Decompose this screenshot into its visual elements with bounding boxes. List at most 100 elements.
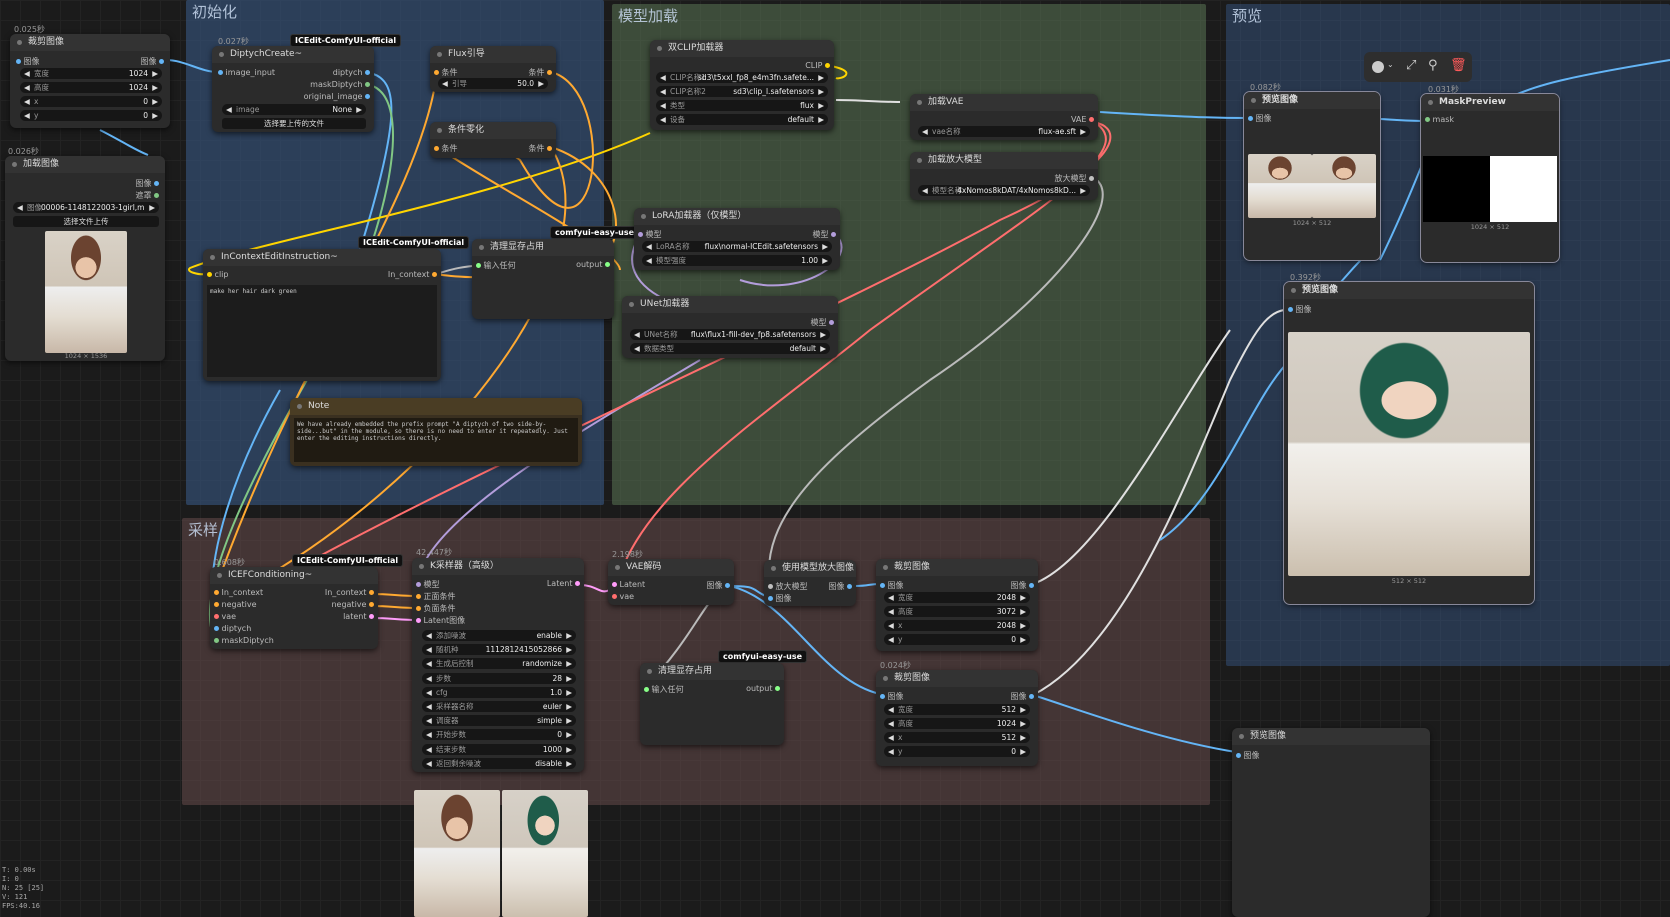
output-mask-diptych[interactable]: maskDiptych: [310, 80, 370, 89]
node-title[interactable]: LoRA加载器（仅模型）: [634, 208, 840, 225]
node-title[interactable]: 裁剪图像: [10, 34, 170, 51]
node-title[interactable]: 预览图像: [1232, 728, 1430, 745]
arrow-right-icon[interactable]: ▶: [152, 111, 158, 120]
output-clip[interactable]: CLIP: [805, 61, 830, 70]
upload-button[interactable]: 选择要上传的文件: [222, 118, 366, 129]
arrow-right-icon[interactable]: ▶: [566, 687, 572, 697]
input-negative[interactable]: 负面条件: [416, 603, 456, 614]
node-title[interactable]: InContextEditInstruction~: [203, 249, 441, 266]
socket-dot[interactable]: [214, 626, 219, 631]
socket-dot[interactable]: [154, 193, 159, 198]
output-upscale-model[interactable]: 放大模型: [1054, 173, 1094, 184]
socket-dot[interactable]: [831, 232, 836, 237]
output-any[interactable]: output: [746, 684, 780, 693]
input-diptych[interactable]: diptych: [214, 624, 251, 633]
input-clip[interactable]: clip: [207, 270, 228, 279]
socket-dot[interactable]: [154, 181, 159, 186]
mask-preview-node[interactable]: MaskPreview mask 1024 × 512: [1420, 93, 1560, 263]
output-in-context[interactable]: In_context: [388, 270, 437, 279]
node-title[interactable]: Note: [290, 398, 582, 415]
socket-dot[interactable]: [880, 694, 885, 699]
socket-dot[interactable]: [605, 262, 610, 267]
arrow-left-icon[interactable]: ◀: [426, 702, 432, 711]
clean-vram-node-1[interactable]: 清理显存占用 输入任何 output: [472, 239, 614, 319]
icef-conditioning-node[interactable]: ICEFConditioning~ In_context negative va…: [210, 567, 378, 649]
arrow-right-icon[interactable]: ▶: [1080, 127, 1086, 136]
arrow-left-icon[interactable]: ◀: [24, 69, 30, 78]
socket-dot[interactable]: [612, 594, 617, 599]
socket-dot[interactable]: [214, 590, 219, 595]
output-any[interactable]: output: [576, 260, 610, 269]
arrow-right-icon[interactable]: ▶: [149, 203, 155, 212]
socket-dot[interactable]: [416, 618, 421, 623]
output-image[interactable]: 图像: [1010, 580, 1034, 591]
arrow-right-icon[interactable]: ▶: [356, 105, 362, 114]
socket-dot[interactable]: [416, 606, 421, 611]
socket-dot[interactable]: [775, 686, 780, 691]
output-model[interactable]: 模型: [810, 317, 834, 328]
arrow-right-icon[interactable]: ▶: [566, 702, 572, 711]
arrow-right-icon[interactable]: ▶: [818, 115, 824, 124]
preview-image-node-3[interactable]: 预览图像 图像: [1232, 728, 1430, 917]
socket-dot[interactable]: [207, 272, 212, 277]
socket-dot[interactable]: [159, 59, 164, 64]
node-title[interactable]: UNet加载器: [622, 296, 838, 313]
bypass-icon[interactable]: ⤢: [1406, 58, 1417, 73]
arrow-left-icon[interactable]: ◀: [426, 758, 432, 768]
arrow-right-icon[interactable]: ▶: [566, 716, 572, 726]
upload-button[interactable]: 选择文件上传: [13, 216, 159, 227]
input-image[interactable]: 图像: [768, 593, 792, 604]
arrow-left-icon[interactable]: ◀: [426, 687, 432, 697]
socket-dot[interactable]: [1248, 116, 1253, 121]
pin-icon[interactable]: ⚲: [1428, 58, 1438, 73]
arrow-right-icon[interactable]: ▶: [1020, 635, 1026, 644]
output-cond[interactable]: 条件: [528, 143, 552, 154]
output-cond[interactable]: 条件: [528, 67, 552, 78]
arrow-right-icon[interactable]: ▶: [1020, 719, 1026, 728]
arrow-right-icon[interactable]: ▶: [818, 73, 824, 82]
input-vae[interactable]: vae: [214, 612, 236, 621]
socket-dot[interactable]: [369, 602, 374, 607]
input-model[interactable]: 模型: [638, 229, 662, 240]
arrow-right-icon[interactable]: ▶: [822, 256, 828, 265]
node-title[interactable]: VAE解码: [608, 559, 734, 576]
arrow-left-icon[interactable]: ◀: [426, 673, 432, 683]
arrow-left-icon[interactable]: ◀: [660, 73, 666, 82]
input-upscale-model[interactable]: 放大模型: [768, 581, 808, 592]
socket-dot[interactable]: [547, 146, 552, 151]
arrow-right-icon[interactable]: ▶: [1020, 593, 1026, 602]
arrow-left-icon[interactable]: ◀: [426, 645, 432, 655]
output-vae[interactable]: VAE: [1071, 115, 1094, 124]
socket-dot[interactable]: [1089, 176, 1094, 181]
socket-dot[interactable]: [214, 602, 219, 607]
input-latent[interactable]: Latent图像: [416, 615, 465, 626]
socket-dot[interactable]: [369, 590, 374, 595]
node-title[interactable]: 清理显存占用: [472, 239, 614, 256]
output-diptych[interactable]: diptych: [333, 68, 370, 77]
arrow-left-icon[interactable]: ◀: [646, 256, 652, 265]
arrow-left-icon[interactable]: ◀: [634, 330, 640, 339]
socket-dot[interactable]: [644, 687, 649, 692]
socket-dot[interactable]: [1236, 753, 1241, 758]
arrow-right-icon[interactable]: ▶: [566, 631, 572, 640]
arrow-left-icon[interactable]: ◀: [888, 635, 894, 644]
arrow-right-icon[interactable]: ▶: [1020, 747, 1026, 756]
socket-dot[interactable]: [416, 582, 421, 587]
arrow-right-icon[interactable]: ▶: [1020, 705, 1026, 714]
input-latent[interactable]: Latent: [612, 580, 645, 589]
socket-dot[interactable]: [1288, 307, 1293, 312]
node-title[interactable]: 加载放大模型: [910, 152, 1098, 169]
